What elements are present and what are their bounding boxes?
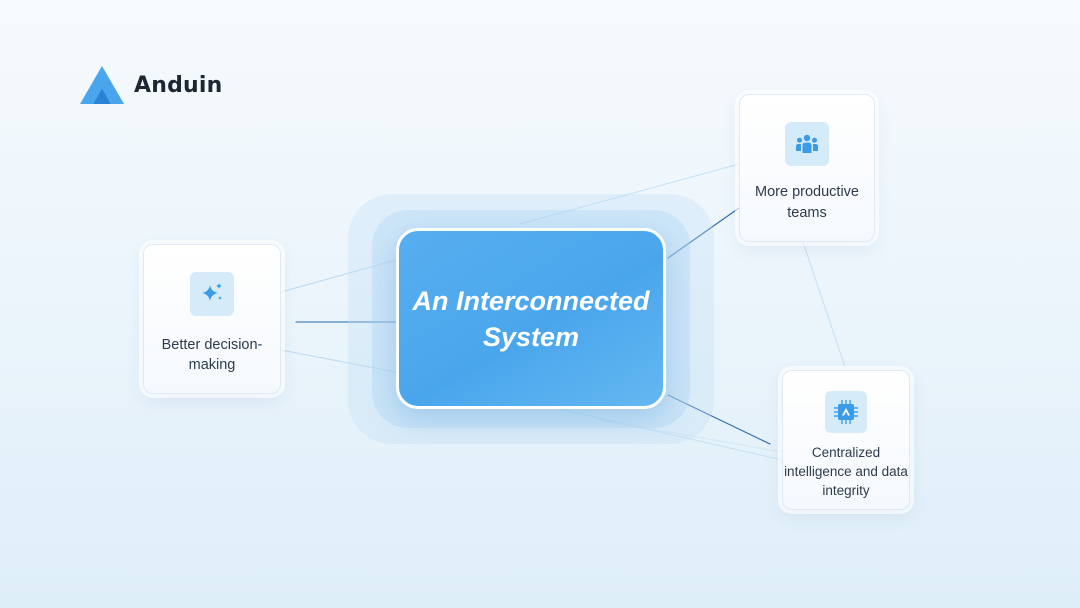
brand-name: Anduin [134,72,223,98]
connector-core-central [667,394,771,445]
brand-logo: Anduin [80,66,223,104]
connector-core-central-faint-a [559,408,783,461]
connector-core-central-faint-b [599,419,783,453]
connector-better-core-faint-bottom [280,349,397,373]
anduin-logo-icon [80,66,124,104]
node-label-teams: More productive teams [755,184,859,221]
chip-icon [825,391,867,433]
connector-teams-central [802,241,847,371]
node-label-central: Centralized intelligence and data integr… [784,445,908,498]
connector-better-core-faint-top [280,259,397,293]
node-centralized-intelligence: Centralized intelligence and data integr… [782,370,910,510]
connector-core-teams-faint [519,163,740,225]
node-more-productive-teams: More productive teams [739,94,875,242]
sparkle-icon [190,272,234,316]
connector-core-teams [667,207,740,259]
interconnected-system-core: An Interconnected System [396,228,666,409]
node-better-decision-making: Better decision-making [143,244,281,394]
team-icon [785,122,829,166]
node-label-better: Better decision-making [161,337,263,373]
core-title: An Interconnected System [412,285,650,352]
